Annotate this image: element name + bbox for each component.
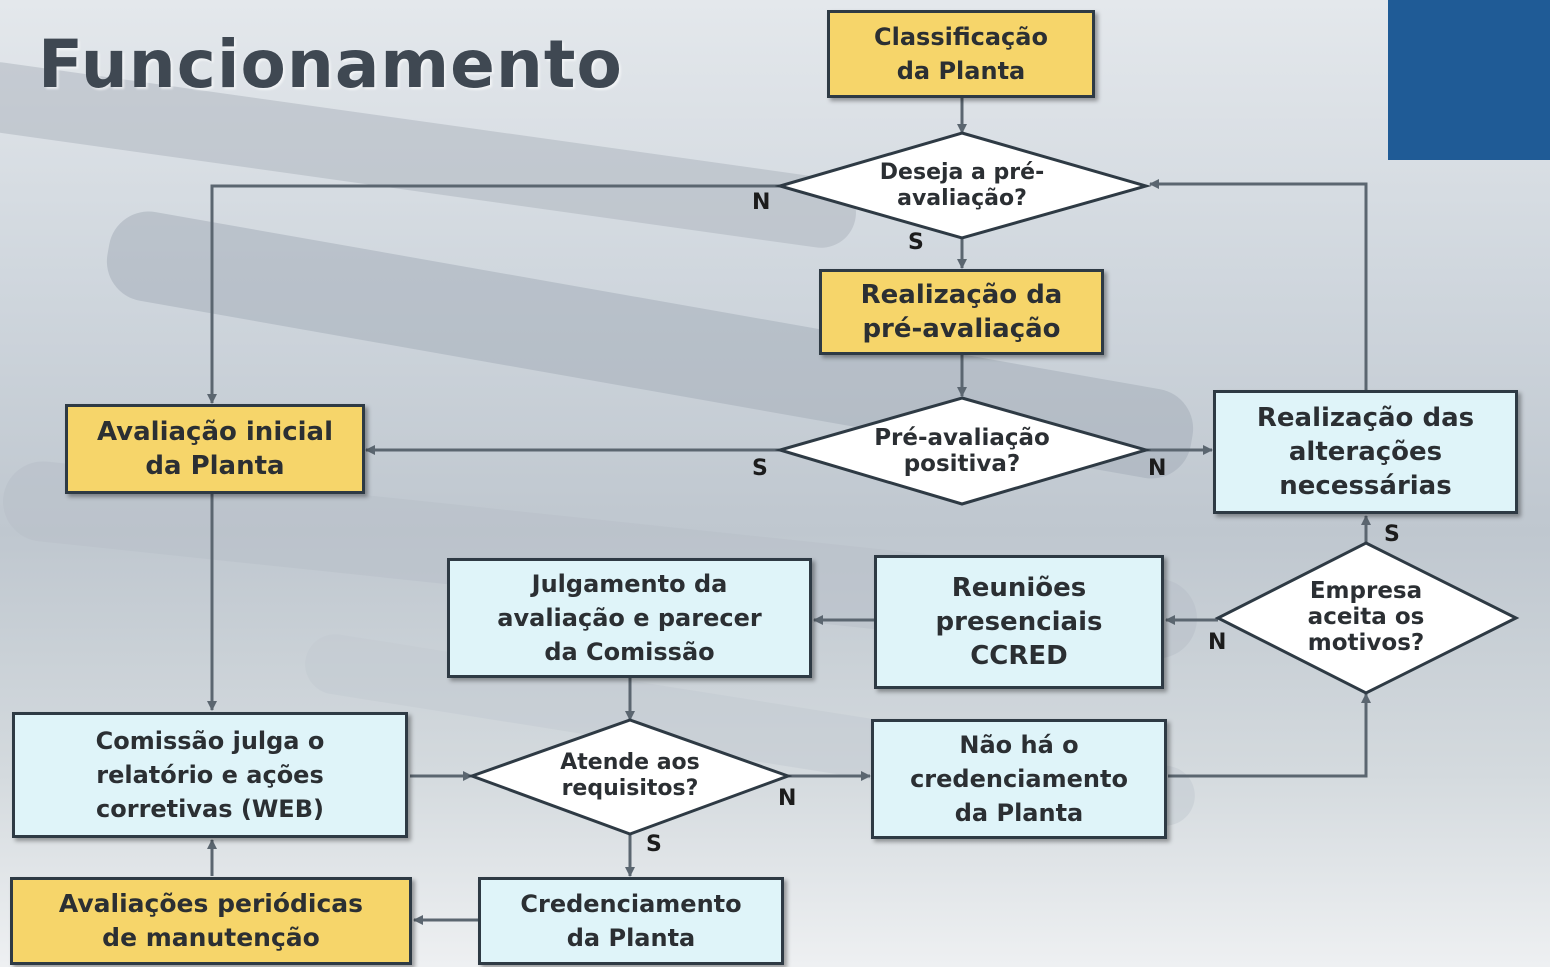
decision-pre-positiva [774,396,1152,506]
node-avaliacoes-periodicas: Avaliações periódicas de manutenção [10,877,412,965]
node-realizacao-alteracoes: Realização das alterações necessárias [1213,390,1518,514]
branch-label-atende-n: N [778,786,797,811]
decision-empresa-aceita [1214,541,1520,695]
branch-label-empresa-s: S [1384,522,1400,547]
edge-nao-ha-empresa [1168,693,1371,778]
node-reunioes-ccred: Reuniões presenciais CCRED [874,555,1164,689]
decision-atende [467,718,793,836]
decision-pre-positiva-text: Pré-avaliação positiva? [874,425,1050,477]
branch-label-atende-s: S [646,832,662,857]
node-classificacao-da-planta: Classificação da Planta [827,10,1095,98]
node-realizacao-pre-avaliacao: Realização da pré-avaliação [819,269,1104,355]
branch-label-pre-s: S [752,456,768,481]
slide-title: Funcionamento [38,26,623,103]
edge-alteracoes-deseja [1149,179,1368,390]
branch-label-deseja-s: S [908,230,924,255]
decision-deseja-pre [774,131,1152,240]
branch-label-deseja-n: N [752,190,771,215]
decision-deseja-pre-text: Deseja a pré- avaliação? [879,160,1045,211]
corner-accent [1388,0,1550,160]
node-avaliacao-inicial: Avaliação inicial da Planta [65,404,365,494]
edge-deseja-avaliacao-inicial [207,184,780,404]
decision-atende-text: Atende aos requisitos? [560,750,700,801]
node-julgamento-comissao: Julgamento da avaliação e parecer da Com… [447,558,812,678]
branch-label-empresa-n: N [1208,630,1227,655]
branch-label-pre-n: N [1148,456,1167,481]
node-comissao-julga: Comissão julga o relatório e ações corre… [12,712,408,838]
decision-empresa-aceita-text: Empresa aceita os motivos? [1307,578,1425,656]
node-credenciamento-planta: Credenciamento da Planta [478,877,784,965]
node-nao-ha-credenciamento: Não há o credenciamento da Planta [871,719,1167,839]
